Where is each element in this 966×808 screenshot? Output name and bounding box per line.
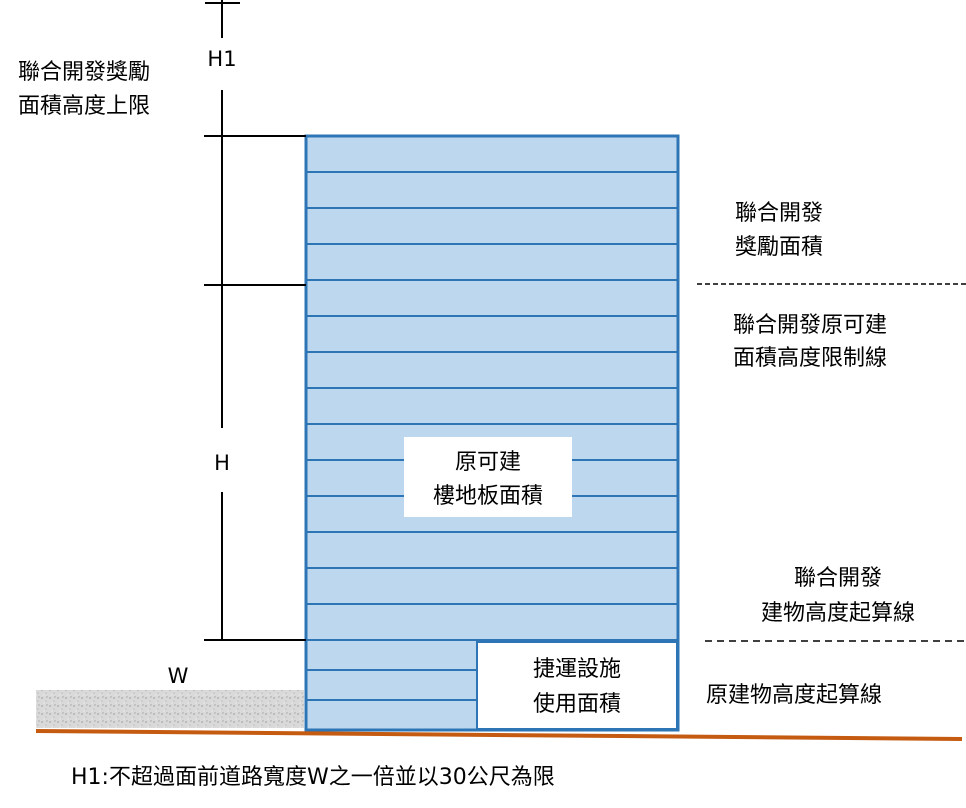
calc-start-label-1: 聯合開發 [794,566,882,591]
ground-line [35,729,963,741]
original-height-limit-label-1: 聯合開發原可建 [733,313,887,338]
bonus-height-limit-label-1: 聯合開發獎勵 [18,60,150,85]
transit-area-box [476,641,678,730]
footnote: H1:不超過面前道路寬度W之一倍並以30公尺為限 [71,765,555,790]
original-area-box [404,437,572,517]
original-area-label-2: 樓地板面積 [433,484,543,509]
bonus-area-label-1: 聯合開發 [735,201,823,226]
h1-label: H1 [207,47,236,71]
original-height-limit-label-2: 面積高度限制線 [733,346,887,371]
calc-start-label-2: 建物高度起算線 [761,601,915,626]
building-body [304,134,680,732]
bonus-height-limit-label-2: 面積高度上限 [18,94,150,119]
bonus-area-label-2: 獎勵面積 [735,235,823,260]
road-surface [36,690,304,728]
original-area-label-1: 原可建 [455,450,521,475]
transit-area-label-1: 捷運設施 [533,657,621,682]
h-label: H [214,451,230,475]
transit-area-label-2: 使用面積 [533,692,621,717]
original-calc-start-label: 原建物高度起算線 [706,683,882,708]
w-label: W [168,664,189,688]
